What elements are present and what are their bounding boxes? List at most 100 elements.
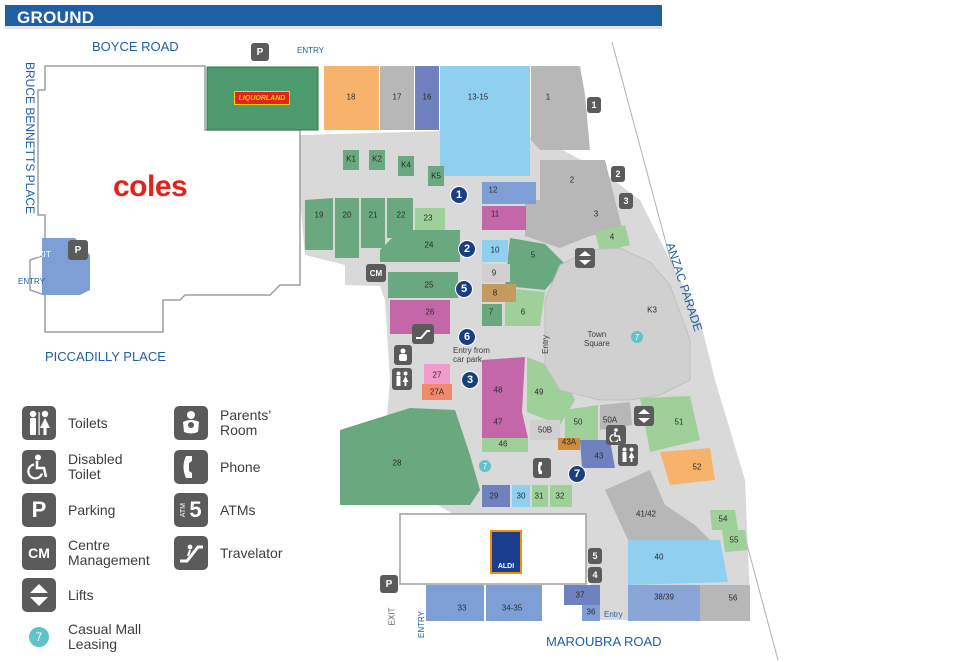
toilets-icon[interactable]	[618, 444, 638, 466]
shop-49[interactable]	[527, 357, 575, 425]
parking-icon: P	[22, 493, 56, 527]
shop-37[interactable]	[564, 585, 600, 605]
casual-mall-leasing-marker[interactable]: 7	[479, 460, 491, 472]
kiosk-k1[interactable]	[343, 150, 359, 170]
legend-item-parking: P Parking	[22, 493, 115, 527]
parents-room-icon[interactable]	[394, 345, 412, 365]
shop-4[interactable]	[595, 225, 630, 252]
map-marker-1[interactable]: 1	[450, 186, 468, 204]
shop-8[interactable]	[482, 284, 516, 302]
shop-10[interactable]	[482, 240, 508, 262]
legend-item-lifts: Lifts	[22, 578, 94, 612]
legend-label: Casual Mall Leasing	[68, 621, 142, 652]
shop-46[interactable]	[482, 438, 528, 452]
atm-icon-2[interactable]: 2	[611, 166, 625, 182]
lifts-icon[interactable]	[634, 406, 654, 426]
atm-icon-3[interactable]: 3	[619, 193, 633, 209]
shop-19[interactable]	[305, 198, 333, 250]
map-marker-7[interactable]: 7	[568, 465, 586, 483]
shop-34-35[interactable]	[486, 585, 542, 621]
parking-icon[interactable]: P	[251, 43, 269, 61]
shop-9[interactable]	[482, 264, 510, 282]
car-park-lower-left[interactable]	[426, 585, 446, 621]
parking-icon[interactable]: P	[380, 575, 398, 593]
shop-54[interactable]	[710, 510, 738, 530]
shop-21[interactable]	[361, 198, 385, 248]
kiosk-k5[interactable]	[428, 166, 444, 186]
legend-item-phone: Phone	[174, 450, 260, 484]
shop-27a[interactable]	[422, 384, 452, 400]
lifts-icon	[22, 578, 56, 612]
atm-icon-5[interactable]: 5	[588, 548, 602, 564]
map-marker-6[interactable]: 6	[458, 328, 476, 346]
legend-label: Travelator	[220, 544, 283, 561]
shop-36[interactable]	[582, 605, 600, 621]
parking-icon[interactable]: P	[68, 240, 88, 260]
shop-11[interactable]	[482, 206, 526, 230]
floor-header: GROUND	[5, 5, 662, 29]
shop-5[interactable]	[505, 238, 566, 290]
lifts-icon[interactable]	[575, 248, 595, 268]
centre-management-icon: CM	[22, 536, 56, 570]
shop-1[interactable]	[531, 66, 590, 150]
atm-icon-4[interactable]: 4	[588, 567, 602, 583]
shop-43[interactable]	[580, 440, 615, 468]
shop-17[interactable]	[380, 66, 414, 130]
shop-2[interactable]	[540, 160, 615, 200]
toilets-icon[interactable]	[392, 368, 412, 390]
shop-31[interactable]	[532, 485, 548, 507]
disabled-toilet-icon[interactable]	[606, 425, 626, 445]
shop-28[interactable]	[340, 408, 480, 505]
shop-55[interactable]	[722, 530, 748, 552]
shop-32[interactable]	[550, 485, 572, 507]
shop-12[interactable]	[482, 182, 536, 204]
shop-38-39[interactable]	[628, 585, 700, 621]
shop-43a[interactable]	[558, 438, 580, 450]
shop-20[interactable]	[335, 198, 359, 258]
kiosk-k4[interactable]	[398, 156, 414, 176]
shop-51[interactable]	[640, 396, 700, 452]
kiosk-k2[interactable]	[369, 150, 385, 170]
legend-label: Centre Management	[68, 537, 150, 568]
legend-item-toilets: Toilets	[22, 406, 108, 440]
shop-52[interactable]	[660, 448, 715, 485]
shop-29[interactable]	[482, 485, 510, 507]
travelator-icon[interactable]	[412, 324, 434, 344]
shop-24[interactable]	[380, 230, 460, 262]
phone-icon	[174, 450, 208, 484]
town-square[interactable]	[544, 247, 691, 401]
shop-41-42[interactable]	[605, 470, 710, 540]
shop-33[interactable]	[446, 585, 484, 621]
shop-25[interactable]	[388, 272, 458, 298]
map-marker-5[interactable]: 5	[455, 280, 473, 298]
atm-icon-1[interactable]: 1	[587, 97, 601, 113]
shop-30[interactable]	[512, 485, 530, 507]
phone-icon[interactable]	[533, 458, 551, 478]
map-marker-3[interactable]: 3	[461, 371, 479, 389]
shop-50b[interactable]	[530, 420, 560, 440]
legend-label: Parking	[68, 501, 116, 518]
shop-48[interactable]	[482, 357, 525, 412]
shop-27[interactable]	[424, 364, 450, 384]
shop-40[interactable]	[628, 540, 728, 585]
shop-7[interactable]	[482, 304, 502, 326]
shop-13-15[interactable]	[440, 66, 530, 176]
shop-47[interactable]	[482, 412, 528, 438]
legend-label: Phone	[220, 458, 261, 475]
coles-store[interactable]	[29, 65, 301, 333]
shop-3[interactable]	[525, 200, 622, 248]
legend-label: Parents’ Room	[220, 407, 272, 438]
shop-16[interactable]	[415, 66, 439, 130]
shop-23[interactable]	[415, 208, 445, 230]
centre-management-icon[interactable]: CM	[366, 264, 386, 282]
map-marker-2[interactable]: 2	[458, 240, 476, 258]
casual-mall-leasing-marker[interactable]: 7	[631, 331, 643, 343]
shop-56[interactable]	[700, 585, 750, 621]
shop-18[interactable]	[324, 66, 379, 130]
shop-50[interactable]	[565, 405, 598, 440]
shop-50a[interactable]	[600, 402, 632, 430]
floor-title: GROUND	[17, 8, 95, 27]
